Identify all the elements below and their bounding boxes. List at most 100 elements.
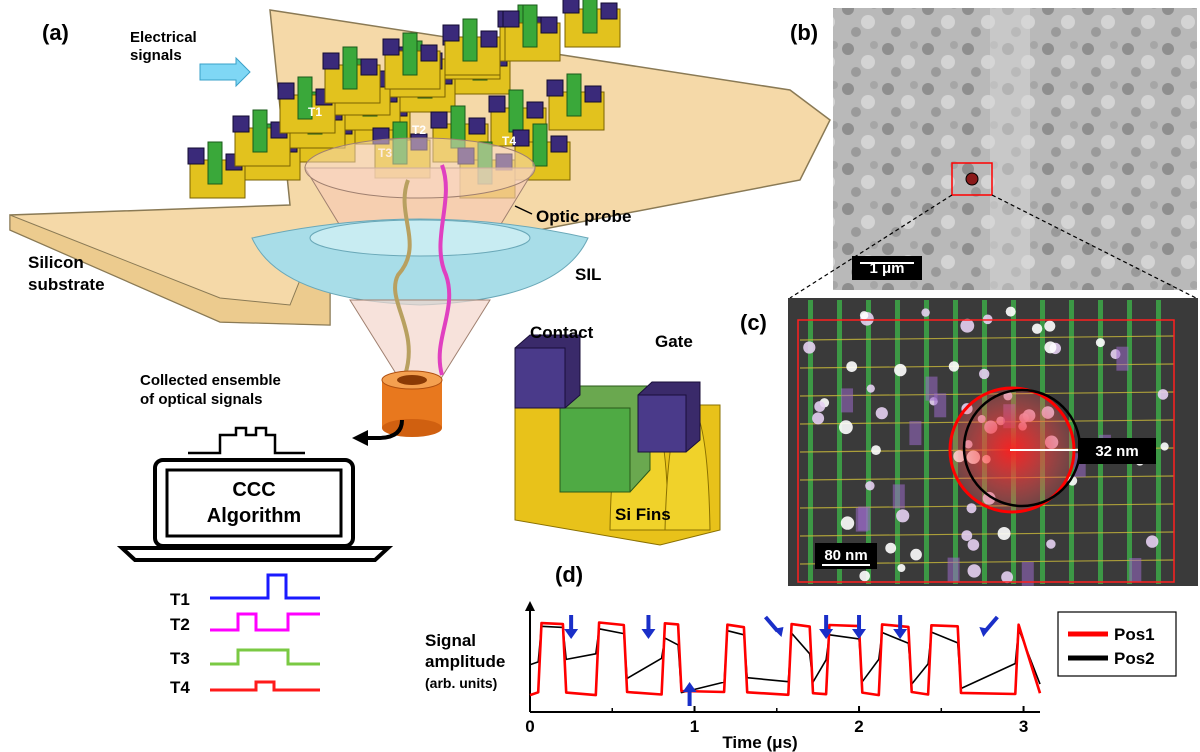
event-arrow-head-icon	[641, 629, 656, 639]
legend-pos1: Pos1	[1114, 625, 1155, 644]
contact-dot	[1067, 476, 1078, 486]
event-arrow-head-icon	[819, 629, 834, 639]
contact-dot	[1031, 323, 1043, 334]
legend-pos2: Pos2	[1114, 649, 1155, 668]
contact-dot	[846, 361, 858, 372]
trace-label-t2: T2	[170, 615, 190, 634]
panel-c: (c) 32 nm 80 nm	[740, 298, 1198, 586]
gate-line	[866, 300, 871, 584]
contact-dot	[1044, 341, 1057, 354]
purple-block	[947, 557, 960, 582]
contact-dot	[1157, 389, 1169, 400]
output-arrow-icon	[368, 419, 404, 440]
y-axis-label-1: Signal	[425, 631, 476, 650]
series-pos1	[529, 621, 1042, 697]
transistor-cell	[562, 0, 621, 48]
fin-line	[799, 363, 1175, 369]
purple-block	[1116, 346, 1129, 371]
event-arrow-head-icon	[564, 629, 579, 639]
contact-dot	[1001, 571, 1013, 584]
optic-probe-label: Optic probe	[536, 207, 631, 226]
contact-dot	[871, 445, 881, 455]
contact-dot	[803, 341, 816, 354]
contact-dot	[885, 542, 897, 554]
fin-line	[799, 335, 1175, 341]
purple-block	[858, 506, 871, 531]
trace-t3	[210, 648, 320, 666]
x-tick-label: 0	[525, 717, 534, 736]
x-axis-label: Time (μs)	[722, 733, 797, 752]
detector-icon	[381, 370, 443, 437]
contact-dot	[948, 361, 960, 372]
panel-a-label: (a)	[42, 20, 69, 45]
contact-dot	[875, 407, 888, 420]
panel-d: (d) Signal amplitude (arb. units) Time (…	[425, 562, 1177, 752]
x-tick-label: 1	[690, 717, 699, 736]
contact-dot	[894, 363, 907, 377]
trace-label-t1: T1	[170, 590, 190, 609]
trace-t2	[210, 612, 320, 632]
collection-cone	[349, 299, 491, 381]
panel-c-scale-bar: 80 nm	[824, 547, 867, 564]
decoded-traces: T1 T2 T3 T4	[170, 573, 320, 697]
event-arrow-head-icon	[979, 627, 990, 637]
trace-label-t3: T3	[170, 649, 190, 668]
purple-block	[1021, 561, 1034, 586]
panel-b: (b) 1 μm	[789, 8, 1197, 299]
contact-dot	[859, 570, 870, 582]
contact-label: Contact	[530, 323, 594, 342]
contact-dot	[897, 564, 906, 572]
contact-dot	[812, 412, 825, 425]
electrical-signals-label-2: signals	[130, 47, 182, 64]
contact-dot	[1046, 539, 1056, 549]
contact-dot	[1160, 442, 1169, 451]
purple-block	[892, 484, 905, 509]
contact-dot	[961, 530, 973, 541]
gate-line	[1156, 300, 1161, 584]
transistor-cell	[382, 32, 441, 90]
contact-dot	[960, 318, 975, 333]
trace-t1	[210, 573, 320, 600]
transistor-cell	[442, 18, 501, 76]
gate-line	[808, 300, 813, 584]
contact-dot	[896, 509, 910, 523]
contact-dot	[866, 384, 875, 393]
trace-t4	[210, 680, 320, 692]
si-fins-label: Si Fins	[615, 505, 671, 524]
silicon-substrate-label-2: substrate	[28, 275, 105, 294]
trace-label-t4: T4	[170, 678, 190, 697]
contact-dot	[967, 539, 980, 551]
purple-block	[925, 376, 938, 401]
laptop-icon	[116, 458, 394, 562]
contact-dot	[814, 401, 826, 412]
panel-c-label: (c)	[740, 310, 767, 335]
legend: Pos1 Pos2	[1057, 611, 1177, 677]
electrical-signals-label-1: Electrical	[130, 29, 197, 46]
panel-b-scale-bar: 1 μm	[869, 260, 904, 277]
gate-line	[837, 300, 842, 584]
panel-b-label: (b)	[790, 20, 818, 45]
electrical-signals-arrow-icon	[199, 56, 251, 88]
contact-dot	[966, 503, 977, 514]
contact-dot	[865, 481, 875, 491]
y-axis-label-3: (arb. units)	[425, 675, 497, 691]
contact-dot	[1095, 338, 1105, 348]
x-tick-label: 3	[1019, 717, 1028, 736]
x-tick-label: 2	[854, 717, 863, 736]
y-axis-label-2: amplitude	[425, 652, 505, 671]
contact-dot	[910, 548, 922, 561]
transistor-label-t1: T1	[308, 105, 322, 119]
gate-label: Gate	[655, 332, 693, 351]
contact-dot	[1044, 320, 1056, 332]
y-axis-arrow-icon	[525, 601, 535, 611]
fin-line	[799, 531, 1175, 537]
probe-region-box	[951, 162, 993, 196]
contact-dot	[840, 516, 855, 530]
ensemble-pulse	[188, 426, 305, 455]
probe-spot	[965, 172, 979, 186]
contact-dot	[921, 308, 930, 317]
contact-dot	[997, 527, 1011, 540]
collected-signals-label-2: of optical signals	[140, 391, 263, 408]
event-arrow-head-icon	[893, 629, 908, 639]
